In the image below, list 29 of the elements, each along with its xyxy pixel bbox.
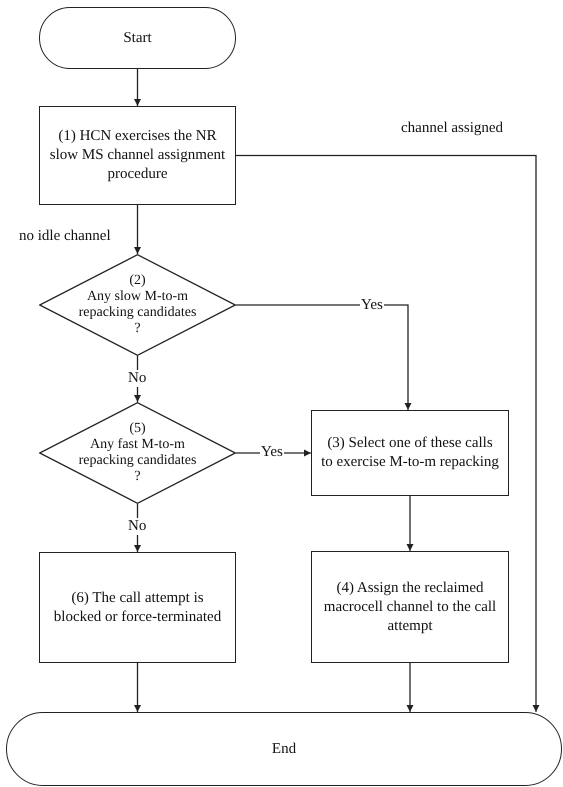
arrow <box>134 69 141 106</box>
arrow <box>236 304 412 410</box>
arrow <box>406 663 414 712</box>
arrow <box>134 504 141 552</box>
process-box <box>39 552 236 663</box>
node-text: (5) <box>129 421 146 437</box>
arrow <box>134 205 141 254</box>
arrow <box>134 356 141 402</box>
arrow <box>134 663 141 712</box>
node-text: Any slow M-to-m repacking candidates ? <box>78 289 198 337</box>
decision-diamond <box>39 402 236 504</box>
arrow <box>236 450 311 456</box>
node-text: (3) Select one of these calls to exercise M-to-m repacking <box>320 434 500 472</box>
process-box <box>311 410 509 496</box>
arrow <box>236 154 540 712</box>
process-box <box>311 551 509 663</box>
node-text: (1) HCN exercises the NR slow MS channel assignment procedure <box>48 127 226 184</box>
node-text: (4) Assign the reclaimed macrocell channel to the call attempt <box>322 578 498 636</box>
node-text: (2) <box>129 273 146 289</box>
node-text: End <box>272 740 296 758</box>
arrow <box>406 496 414 551</box>
edge-label: No <box>127 518 148 535</box>
process-box <box>39 106 236 205</box>
edge-label: No <box>127 370 148 387</box>
node-text: Start <box>123 28 152 48</box>
node-text: Any fast M-to-m repacking candidates ? <box>78 437 198 485</box>
node-text: (6) The call attempt is blocked or force-terminated <box>52 588 222 626</box>
edge-label: channel assigned <box>400 120 504 137</box>
decision-diamond <box>39 254 236 356</box>
